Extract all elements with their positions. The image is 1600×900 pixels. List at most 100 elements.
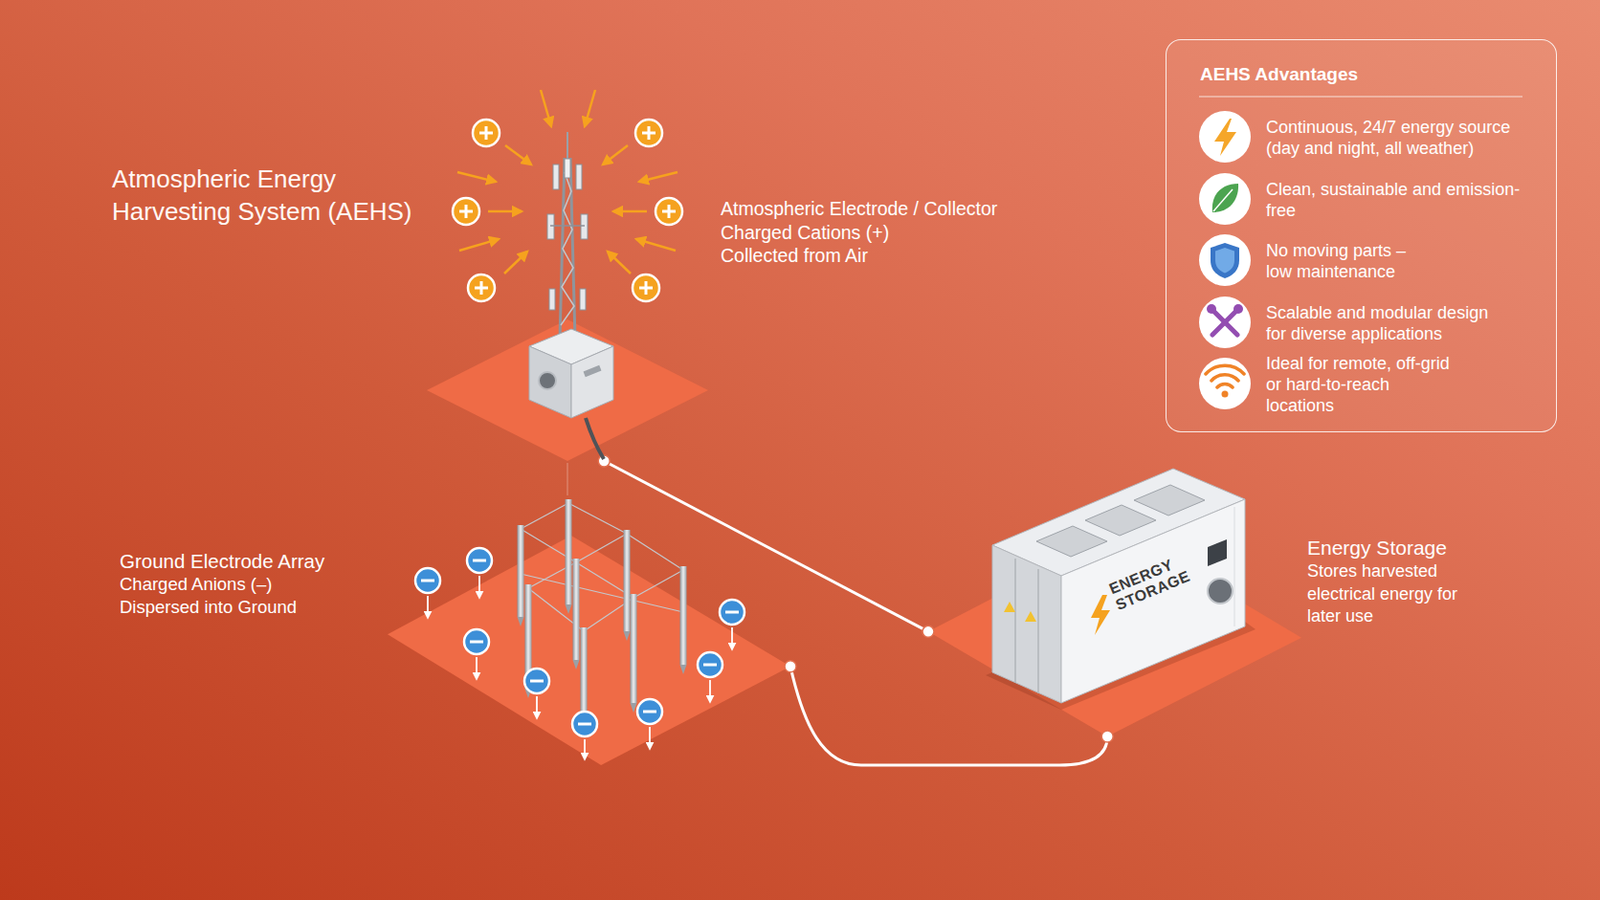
down-arrow: [648, 727, 651, 750]
bolt-logo: [1090, 595, 1111, 636]
anion-symbol: [466, 548, 492, 599]
wire-dot: [784, 661, 797, 673]
rod-body: [517, 525, 525, 618]
minus-sign: [725, 611, 739, 615]
rod-body: [565, 499, 573, 605]
cation-symbol: [635, 119, 663, 147]
plus-sign: [639, 281, 653, 295]
ground-body: Charged Anions (–) Dispersed into Ground: [119, 573, 316, 620]
minus-sign: [421, 579, 435, 583]
anion-circle: [415, 568, 441, 594]
array-wire: [576, 533, 627, 563]
anion-symbol: [719, 600, 745, 650]
anion-circle: [524, 668, 550, 694]
rod-body: [573, 558, 580, 661]
minus-sign: [469, 641, 484, 645]
rod-tip: [517, 617, 525, 627]
door-line: [1037, 569, 1040, 694]
text-slot: Ground Electrode Array: [119, 549, 325, 574]
array-wire: [520, 574, 684, 613]
rod-tip: [623, 631, 631, 642]
array-wire: [633, 570, 684, 599]
minus-sign: [703, 664, 717, 667]
rod-tip: [573, 660, 580, 670]
ground-heading: Ground Electrode Array: [119, 549, 325, 574]
antenna-panel: [576, 164, 582, 190]
rod-body: [623, 530, 631, 632]
rod-body: [580, 627, 588, 716]
text-slot: AEHS Advantages: [1200, 63, 1526, 86]
pad-shape: [928, 531, 1302, 737]
anion-circle: [697, 652, 723, 678]
antenna-panel: [549, 288, 556, 311]
antenna-panel: [553, 164, 559, 190]
anion-symbol: [697, 652, 723, 703]
array-wire: [520, 503, 569, 530]
minus-sign: [643, 711, 657, 714]
roof-vent: [1036, 526, 1108, 557]
advantages-panel: AEHS AdvantagesContinuous, 24/7 energy s…: [1165, 39, 1557, 433]
pad-diamond: [426, 319, 709, 462]
anion-circle: [719, 600, 745, 625]
anion-circle: [637, 699, 663, 725]
down-arrow: [709, 680, 712, 703]
tower-bracing: [560, 172, 575, 326]
text-slot: Ideal for remote, off-grid or hard-to-re…: [1266, 353, 1460, 417]
down-arrow: [426, 596, 429, 619]
cabinet-right: [571, 346, 614, 419]
control-screen: [1207, 539, 1227, 567]
text-slot: Atmospheric Electrode / Collector: [720, 197, 998, 222]
text-slot: Energy Storage: [1307, 535, 1447, 561]
arrow: [602, 145, 628, 165]
down-arrow: [475, 657, 478, 680]
arrow: [584, 89, 596, 127]
anion-circle: [464, 629, 489, 655]
collector-body: Charged Cations (+) Collected from Air: [720, 221, 912, 268]
anion-symbol: [572, 711, 598, 760]
down-arrow: [478, 576, 481, 599]
rod-tip: [565, 604, 573, 615]
arrow: [457, 172, 496, 182]
advantage-item: Continuous, 24/7 energy source (day and …: [1266, 116, 1530, 159]
arrow: [505, 145, 532, 165]
plus-sign: [479, 126, 493, 140]
advantage-item: Ideal for remote, off-grid or hard-to-re…: [1266, 353, 1460, 417]
minus-sign: [530, 680, 544, 684]
arrow: [639, 172, 678, 182]
electrode-rod: [573, 558, 580, 670]
wire-connector: [603, 461, 929, 632]
tower-legs: [559, 157, 576, 340]
storage-body: Stores harvested electrical energy for l…: [1307, 560, 1494, 629]
collector-heading: Atmospheric Electrode / Collector: [720, 197, 998, 222]
roof-vent: [1085, 505, 1156, 536]
wire-dot: [1101, 731, 1113, 743]
anion-symbol: [637, 699, 663, 750]
plus-sign: [642, 126, 656, 140]
cable: [585, 418, 604, 460]
cation-circle: [472, 119, 500, 147]
container-end: [992, 545, 1062, 704]
array-wires: [520, 503, 684, 632]
guide-line: [567, 463, 569, 496]
electrode-rod: [580, 627, 588, 726]
pad-diamond: [928, 531, 1302, 737]
cation-circle: [467, 274, 495, 302]
antenna-panel: [580, 214, 588, 240]
cation-circle: [635, 119, 663, 147]
storage-heading: Energy Storage: [1307, 535, 1447, 561]
collector-tower: [529, 132, 614, 460]
text-slot: Stores harvested electrical energy for l…: [1307, 560, 1494, 629]
rod-body: [630, 594, 638, 704]
storage-container: [985, 468, 1256, 711]
anion-circle: [466, 548, 492, 574]
container-side: [1061, 499, 1245, 704]
antenna-panel: [579, 288, 586, 311]
cation-symbol: [655, 198, 683, 225]
advantage-item: Clean, sustainable and emission-free: [1266, 178, 1530, 222]
rod-body: [680, 566, 688, 666]
arrow: [607, 251, 631, 274]
arrow: [613, 210, 647, 214]
tower-spire: [566, 132, 569, 161]
side-rib: [1234, 507, 1236, 627]
advantage-item: Scalable and modular design for diverse …: [1266, 302, 1501, 345]
